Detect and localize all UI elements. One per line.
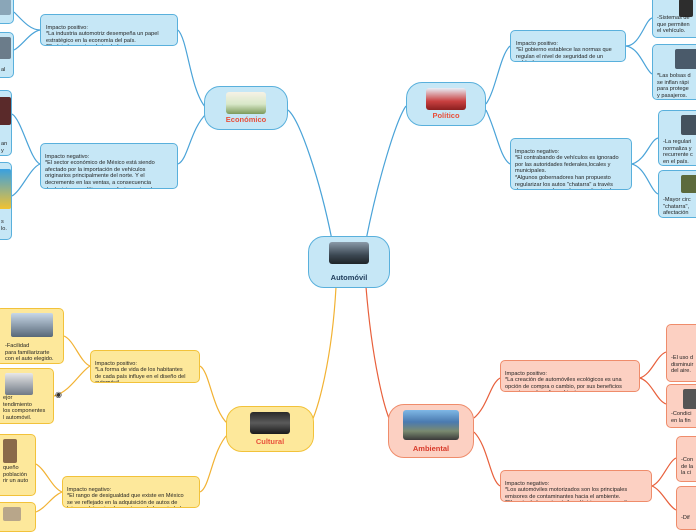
leaf-image xyxy=(0,0,11,15)
political-positive-box[interactable]: Impacto positivo: *El gobierno establece… xyxy=(510,30,626,62)
central-title: Automóvil xyxy=(330,273,368,282)
cultural-leaf-1[interactable]: -Facilidad para familiarizarte con el au… xyxy=(0,308,64,364)
environmental-leaf-1[interactable]: -El uso d disminuir del aire. xyxy=(666,324,696,382)
car-image xyxy=(329,242,369,264)
environmental-node[interactable]: Ambiental xyxy=(388,404,474,458)
cultural-image xyxy=(250,412,290,434)
environmental-image xyxy=(403,410,459,440)
economic-leaf-2-text: al xyxy=(1,67,6,73)
cultural-title: Cultural xyxy=(255,437,285,446)
leaf-image xyxy=(3,507,21,521)
economic-leaf-1[interactable] xyxy=(0,0,14,24)
environmental-leaf-4[interactable]: -Dif xyxy=(676,486,696,530)
economic-positive-box[interactable]: Impacto positivo: *La industria automotr… xyxy=(40,14,178,46)
economic-image xyxy=(226,92,266,114)
cultural-leaf-2-text: ejor tendimiento los componentes l autom… xyxy=(3,395,46,421)
cultural-positive-box[interactable]: Impacto positivo: *La forma de vida de l… xyxy=(90,350,200,383)
globe-icon: ◉ xyxy=(55,390,62,399)
environmental-positive-text: Impacto positivo: *La creación de automó… xyxy=(505,370,622,391)
economic-leaf-4[interactable]: s lo. xyxy=(0,162,12,240)
political-leaf-2-text: *Las bolsas d se inflan rápi para proteg… xyxy=(657,73,691,99)
environmental-leaf-2[interactable]: -Condici en la fin xyxy=(666,384,696,428)
central-node[interactable]: Automóvil xyxy=(308,236,390,288)
environmental-leaf-4-text: -Dif xyxy=(681,515,690,521)
economic-leaf-4-text: s lo. xyxy=(1,219,7,232)
economic-positive-text: Impacto positivo: *La industria automotr… xyxy=(46,24,159,45)
cultural-negative-box[interactable]: Impacto negativo: *El rango de desiguald… xyxy=(62,476,200,508)
leaf-image xyxy=(11,313,53,337)
environmental-negative-box[interactable]: Impacto negativo: *Los automóviles motor… xyxy=(500,470,652,502)
environmental-positive-box[interactable]: Impacto positivo: *La creación de automó… xyxy=(500,360,640,392)
economic-negative-text: Impacto negativo: *El sector económico d… xyxy=(45,153,160,188)
leaf-image xyxy=(679,0,693,17)
cultural-leaf-3[interactable]: queño población rir un auto xyxy=(0,434,36,496)
cultural-positive-text: Impacto positivo: *La forma de vida de l… xyxy=(95,360,186,382)
political-leaf-3-text: -La regulari normaliza y recurrente c en… xyxy=(663,139,693,165)
political-leaf-2[interactable]: *Las bolsas d se inflan rápi para proteg… xyxy=(652,44,696,100)
environmental-title: Ambiental xyxy=(412,444,450,453)
economic-leaf-3[interactable]: an y xyxy=(0,90,12,156)
leaf-image xyxy=(683,389,696,409)
link-cultural xyxy=(309,286,337,426)
link-economic xyxy=(287,109,333,241)
economic-negative-box[interactable]: Impacto negativo: *El sector económico d… xyxy=(40,143,178,189)
political-node[interactable]: Político xyxy=(406,82,486,126)
cultural-node[interactable]: Cultural xyxy=(226,406,314,452)
link-political xyxy=(365,105,407,241)
economic-leaf-3-text: an y xyxy=(1,141,8,154)
political-title: Político xyxy=(432,111,460,120)
leaf-image xyxy=(675,49,696,69)
political-leaf-4[interactable]: -Mayor circ "chatarra", afectación xyxy=(658,170,696,218)
political-negative-box[interactable]: Impacto negativo: *El contrabando de veh… xyxy=(510,138,632,190)
connector-lines xyxy=(11,11,677,513)
environmental-leaf-3-text: -Con de la la ci xyxy=(681,457,694,477)
economic-title: Económico xyxy=(225,115,267,124)
leaf-image xyxy=(5,373,33,395)
link-environmental xyxy=(365,286,393,426)
leaf-image xyxy=(681,175,696,193)
environmental-leaf-1-text: -El uso d disminuir del aire. xyxy=(671,355,694,375)
political-leaf-1-text: -Sistemas de que permiten el vehículo. xyxy=(657,15,690,35)
political-negative-text: Impacto negativo: *El contrabando de veh… xyxy=(515,148,619,189)
economic-node[interactable]: Económico xyxy=(204,86,288,130)
political-leaf-4-text: -Mayor circ "chatarra", afectación xyxy=(663,197,691,217)
leaf-image xyxy=(0,169,11,209)
economic-leaf-2[interactable]: al xyxy=(0,32,14,78)
cultural-leaf-3-text: queño población rir un auto xyxy=(3,465,29,485)
political-leaf-3[interactable]: -La regulari normaliza y recurrente c en… xyxy=(658,110,696,166)
environmental-leaf-2-text: -Condici en la fin xyxy=(671,411,692,424)
cultural-leaf-1-text: -Facilidad para familiarizarte con el au… xyxy=(5,343,54,363)
environmental-negative-text: Impacto negativo: *Los automóviles motor… xyxy=(505,480,632,501)
political-image xyxy=(426,88,466,110)
political-leaf-1[interactable]: -Sistemas de que permiten el vehículo. xyxy=(652,0,696,38)
leaf-image xyxy=(0,97,11,125)
environmental-leaf-3[interactable]: -Con de la la ci xyxy=(676,436,696,482)
leaf-image xyxy=(0,37,11,59)
political-positive-text: Impacto positivo: *El gobierno establece… xyxy=(516,40,612,61)
cultural-negative-text: Impacto negativo: *El rango de desiguald… xyxy=(67,486,184,507)
cultural-leaf-2[interactable]: ejor tendimiento los componentes l autom… xyxy=(0,368,54,424)
cultural-leaf-4[interactable] xyxy=(0,502,36,532)
leaf-image xyxy=(681,115,696,135)
leaf-image xyxy=(3,439,17,463)
